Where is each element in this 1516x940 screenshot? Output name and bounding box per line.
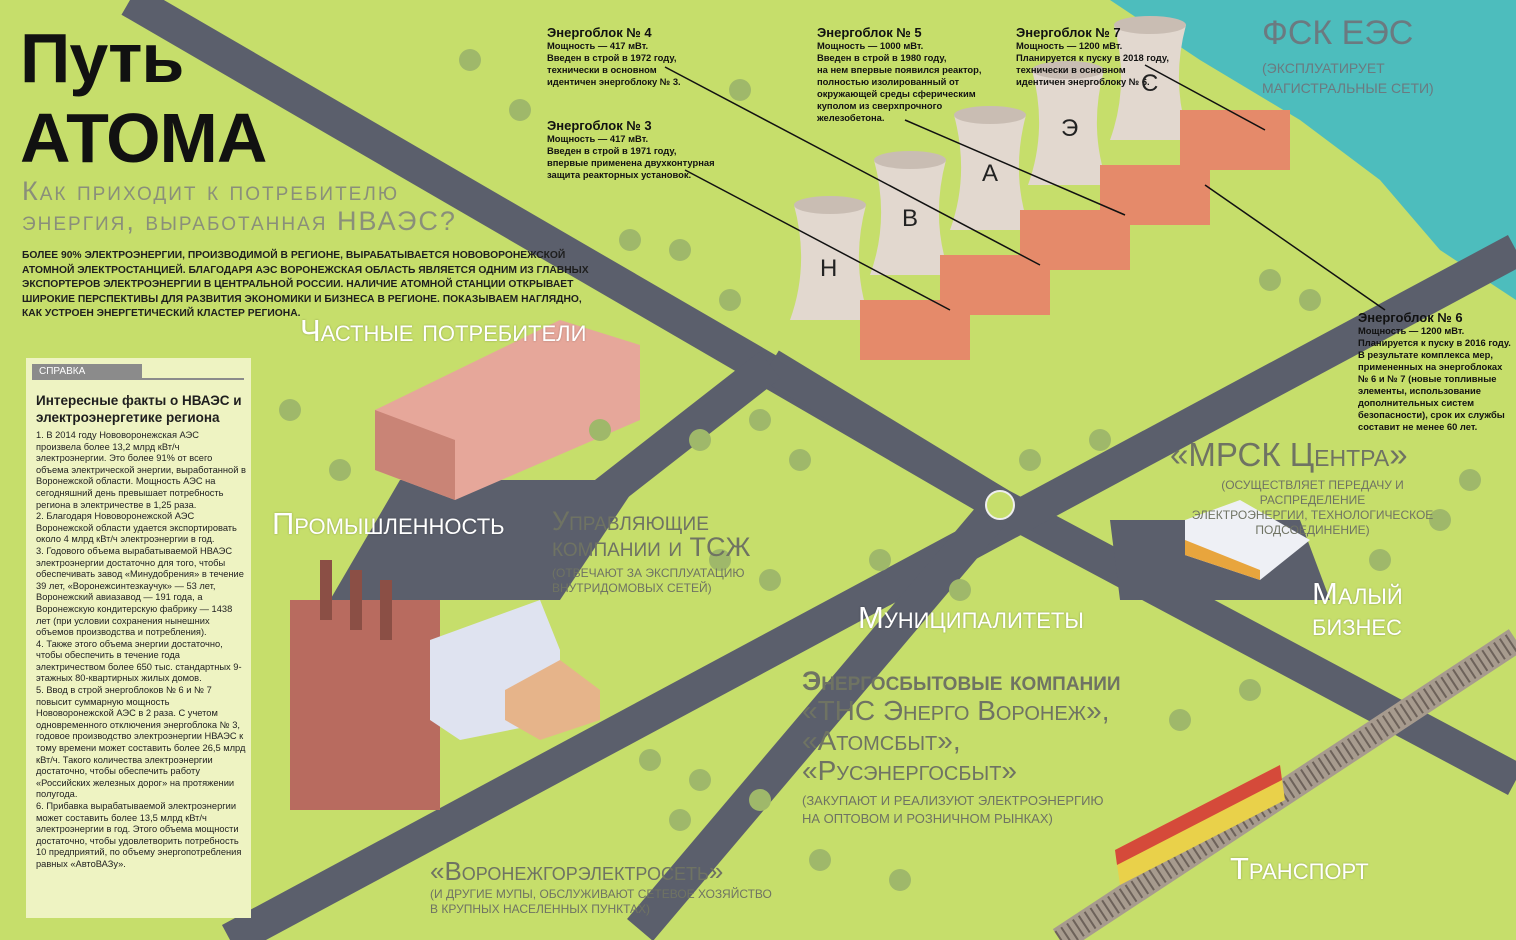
tree (789, 449, 811, 471)
tree (1429, 509, 1451, 531)
cooling-tower (870, 160, 950, 275)
tree (279, 399, 301, 421)
tree (1459, 469, 1481, 491)
tree (589, 419, 611, 441)
river (1110, 0, 1516, 300)
tree (1019, 449, 1041, 471)
tower-letter: Э (1061, 115, 1079, 142)
page-title: Путьатома (20, 19, 267, 177)
tower-top (1114, 16, 1186, 34)
reference-tag: СПРАВКА (32, 364, 142, 380)
tower-letter: В (902, 205, 919, 232)
label-industry: Промышленность (272, 506, 505, 541)
label-sales-companies: Энергосбытовые компании (802, 666, 1121, 696)
label-municipalities: Муниципалитеты (858, 600, 1084, 635)
label-mrsk: «МРСК Центра» (1170, 436, 1408, 473)
tree (1169, 709, 1191, 731)
railway (1052, 629, 1516, 940)
cooling-towers (790, 16, 1190, 320)
tree (639, 749, 661, 771)
train (1115, 765, 1285, 885)
label-small-business: Малый бизнес (1312, 576, 1403, 642)
tree (1369, 549, 1391, 571)
tree (689, 769, 711, 791)
tree (809, 849, 831, 871)
tree (669, 239, 691, 261)
tree (619, 229, 641, 251)
reference-body: 1. В 2014 году Нововоронежская АЭС произ… (36, 430, 246, 869)
tree (669, 809, 691, 831)
tower-top (874, 151, 946, 169)
label-voronezhgorelektroset: «Воронежгорэлектросеть» (430, 856, 724, 886)
tree (689, 429, 711, 451)
parking-lot (330, 480, 640, 600)
tree (329, 459, 351, 481)
reference-heading: Интересные факты о НВАЭС и электроэнерге… (36, 393, 242, 425)
tower-letter: Н (820, 255, 838, 282)
intro-text: Более 90% электроэнергии, производимой в… (22, 250, 589, 319)
tree (729, 79, 751, 101)
tower-letter: С (1141, 70, 1159, 97)
reactor-blocks (860, 110, 1290, 360)
label-private-consumers: Частные потребители (300, 313, 587, 348)
tree (1299, 289, 1321, 311)
cooling-tower (1028, 70, 1108, 185)
tree (509, 99, 531, 121)
tree (1089, 429, 1111, 451)
tree (749, 789, 771, 811)
cooling-tower (1110, 25, 1190, 140)
tree (1259, 269, 1281, 291)
note-management-companies: (отвечают за эксплуатацию внутридомовых … (552, 566, 745, 595)
tree (759, 569, 781, 591)
tower-top (794, 196, 866, 214)
tree (709, 549, 731, 571)
sales-company-names: «ТНС Энерго Воронеж», «Атомсбыт», «Русэн… (802, 695, 1110, 786)
label-management-companies: Управляющие компании и ТСЖ (552, 506, 751, 562)
tower-letter: А (982, 160, 999, 187)
cooling-tower (790, 205, 870, 320)
note-sales-companies: (закупают и реализуют электроэнергию на … (802, 793, 1104, 826)
cooling-tower (950, 115, 1030, 230)
tree (1239, 679, 1261, 701)
tree (869, 549, 891, 571)
trees (279, 49, 1481, 891)
reference-panel: СПРАВКА Интересные факты о НВАЭС и элект… (26, 358, 251, 918)
divider (142, 378, 244, 380)
note-mrsk: (осуществляет передачу и распределение э… (1191, 478, 1434, 537)
tower-top (1032, 61, 1104, 79)
label-transport: Транспорт (1230, 851, 1369, 886)
small-business-building (1185, 500, 1310, 580)
apartment-building (375, 320, 640, 500)
tree (719, 289, 741, 311)
pointer-lines (664, 64, 1386, 311)
note-fsk: (эксплуатирует магистральные сети) (1262, 60, 1434, 96)
factory (290, 560, 600, 810)
tree (749, 409, 771, 431)
roundabout (985, 490, 1015, 520)
label-fsk: ФСК ЕЭС (1262, 14, 1414, 52)
tree (949, 579, 971, 601)
tower-top (954, 106, 1026, 124)
note-voronezhgorelektroset: (и другие МУПы, обслуживают сетевое хозя… (430, 887, 772, 916)
tree (889, 869, 911, 891)
tree (459, 49, 481, 71)
